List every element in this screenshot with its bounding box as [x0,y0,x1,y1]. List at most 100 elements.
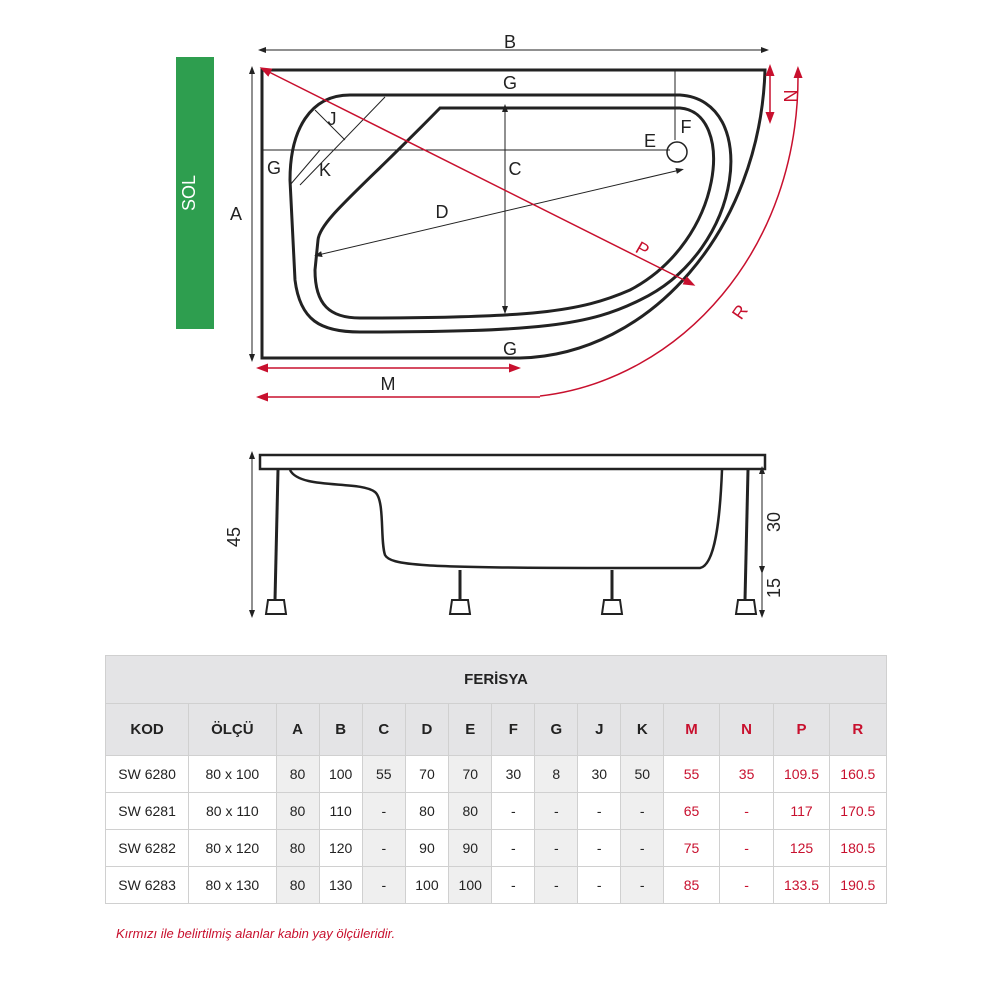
table-cell: 130 [318,866,363,904]
table-cell: 80 [404,792,450,830]
side-view [249,451,767,618]
table-cell: - [491,829,536,867]
table-cell: 80 x 130 [188,866,277,904]
table-cell: 110 [318,792,363,830]
table-cell: 65 [663,792,720,830]
table-cell: 170.5 [828,792,888,830]
table-cell: 80 [275,829,320,867]
table-cell: 180.5 [828,829,888,867]
table-cell: 125 [773,829,830,867]
table-cell: 90 [404,829,450,867]
label-b: B [504,32,516,52]
table-cell: 80 [448,792,493,830]
table-cell: 50 [620,755,665,793]
table-cell: - [361,829,406,867]
label-r: R [728,301,752,323]
table-cell: 80 x 120 [188,829,277,867]
table-cell: 120 [318,829,363,867]
table-cell: - [361,866,406,904]
column-header-n: N [718,703,775,756]
label-n: N [780,90,800,103]
table-cell: - [718,866,775,904]
footnote: Kırmızı ile belirtilmiş alanlar kabin ya… [116,926,396,941]
table-cell: 100 [448,866,493,904]
table-cell: 80 x 110 [188,792,277,830]
column-header-ölçü: ÖLÇÜ [188,703,277,756]
column-header-f: F [491,703,536,756]
table-cell: 55 [361,755,406,793]
table-cell: - [577,792,622,830]
table-cell: SW 6281 [104,792,190,830]
label-m: M [381,374,396,394]
table-cell: 90 [448,829,493,867]
table-cell: SW 6283 [104,866,190,904]
table-cell: - [577,829,622,867]
column-header-d: D [404,703,450,756]
table-cell: - [534,829,579,867]
table-cell: - [620,792,665,830]
table-cell: - [491,866,536,904]
label-depth-30: 30 [764,512,784,532]
label-height-45: 45 [224,527,244,547]
table-cell: - [577,866,622,904]
side-sol-badge: SOL [176,57,214,329]
column-header-k: K [620,703,665,756]
table-cell: 100 [318,755,363,793]
column-header-g: G [534,703,579,756]
label-e: E [644,131,656,151]
table-cell: 8 [534,755,579,793]
table-cell: 30 [491,755,536,793]
table-cell: 70 [404,755,450,793]
table-cell: - [620,829,665,867]
table-cell: - [491,792,536,830]
column-header-j: J [577,703,622,756]
label-g-left: G [267,158,281,178]
label-a: A [230,204,242,224]
table-cell: - [361,792,406,830]
table-cell: 35 [718,755,775,793]
label-k: K [319,160,331,180]
svg-text:SOL: SOL [179,175,199,211]
table-cell: 30 [577,755,622,793]
table-cell: 117 [773,792,830,830]
table-cell: - [718,829,775,867]
table-cell: 70 [448,755,493,793]
table-cell: 133.5 [773,866,830,904]
bathtub-technical-drawing: SOL B A G G G C D E F J K N P [176,32,803,618]
label-d: D [436,202,449,222]
table-cell: 190.5 [828,866,888,904]
table-cell: - [620,866,665,904]
label-g-bottom: G [503,339,517,359]
table-cell: SW 6280 [104,755,190,793]
column-header-r: R [828,703,888,756]
table-cell: 160.5 [828,755,888,793]
table-cell: 55 [663,755,720,793]
table-cell: 109.5 [773,755,830,793]
column-header-c: C [361,703,406,756]
red-dimensions [256,64,803,402]
label-g-top: G [503,73,517,93]
table-cell: 80 [275,755,320,793]
table-cell: 80 [275,792,320,830]
table-cell: 80 x 100 [188,755,277,793]
label-j: J [328,109,337,129]
table-cell: - [534,866,579,904]
column-header-m: M [663,703,720,756]
table-cell: - [718,792,775,830]
table-title: FERİSYA [105,655,887,704]
table-cell: 100 [404,866,450,904]
label-leg-15: 15 [764,578,784,598]
table-cell: SW 6282 [104,829,190,867]
table-cell: 75 [663,829,720,867]
table-cell: 85 [663,866,720,904]
column-header-a: A [275,703,320,756]
table-cell: - [534,792,579,830]
label-c: C [509,159,522,179]
top-view [249,47,769,362]
column-header-e: E [448,703,493,756]
